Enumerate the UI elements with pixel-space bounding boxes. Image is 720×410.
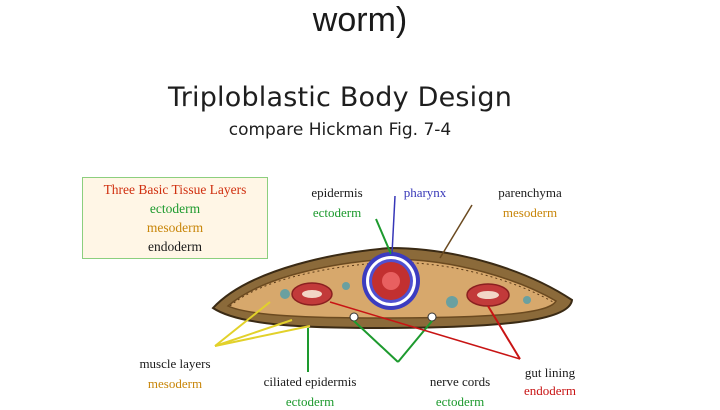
organ-left-1	[280, 289, 290, 299]
leader-nerve-2	[397, 320, 433, 363]
figure-subtitle: compare Hickman Fig. 7-4	[228, 120, 452, 140]
tissue-layer-legend: Three Basic Tissue Layers ectoderm mesod…	[82, 177, 268, 259]
label-parenchyma: parenchyma	[498, 185, 562, 200]
label-pharynx: pharynx	[403, 185, 447, 200]
label-ciliated-epidermis: ciliated epidermis	[263, 374, 357, 389]
nerve-cord-right	[427, 312, 437, 322]
organ-right-2	[523, 296, 531, 304]
label-epidermis-layer: ectoderm	[312, 205, 362, 220]
label-gut-layer: endoderm	[524, 383, 576, 398]
organ-left-2	[342, 282, 350, 290]
label-ciliated-layer: ectoderm	[285, 394, 335, 409]
label-parenchyma-layer: mesoderm	[502, 205, 558, 220]
gut-left-lumen	[302, 290, 322, 298]
leader-epidermis	[375, 218, 392, 255]
legend-item-mesoderm: mesoderm	[146, 220, 204, 235]
leader-gut-1	[487, 305, 521, 360]
slide-title: worm)	[312, 1, 408, 39]
label-muscle-layers: muscle layers	[139, 356, 211, 371]
label-nerve-cords: nerve cords	[429, 374, 491, 389]
organ-right-1	[446, 296, 458, 308]
leader-pharynx	[391, 195, 396, 255]
figure-title: Triploblastic Body Design	[167, 82, 513, 113]
leader-muscle-1	[214, 301, 271, 347]
label-epidermis: epidermis	[311, 185, 363, 200]
leader-nerve-1	[353, 320, 399, 363]
leader-gut-2	[329, 301, 521, 360]
label-muscle-layer: mesoderm	[147, 376, 203, 391]
label-nerve-layer: ectoderm	[435, 394, 485, 409]
legend-item-ectoderm: ectoderm	[149, 201, 201, 216]
triploblastic-diagram: Triploblastic Body Design compare Hickma…	[80, 62, 588, 409]
worm-cross-section	[211, 195, 574, 372]
legend-heading: Three Basic Tissue Layers	[103, 182, 247, 197]
nerve-cord-left	[349, 312, 359, 322]
leader-muscle-2	[214, 319, 293, 347]
leader-muscle-3	[214, 325, 311, 347]
label-gut-lining: gut lining	[524, 365, 576, 380]
gut-right-lumen	[477, 291, 499, 299]
legend-item-endoderm: endoderm	[148, 239, 202, 254]
pharynx-lumen	[382, 272, 400, 290]
leader-parenchyma	[439, 204, 473, 259]
